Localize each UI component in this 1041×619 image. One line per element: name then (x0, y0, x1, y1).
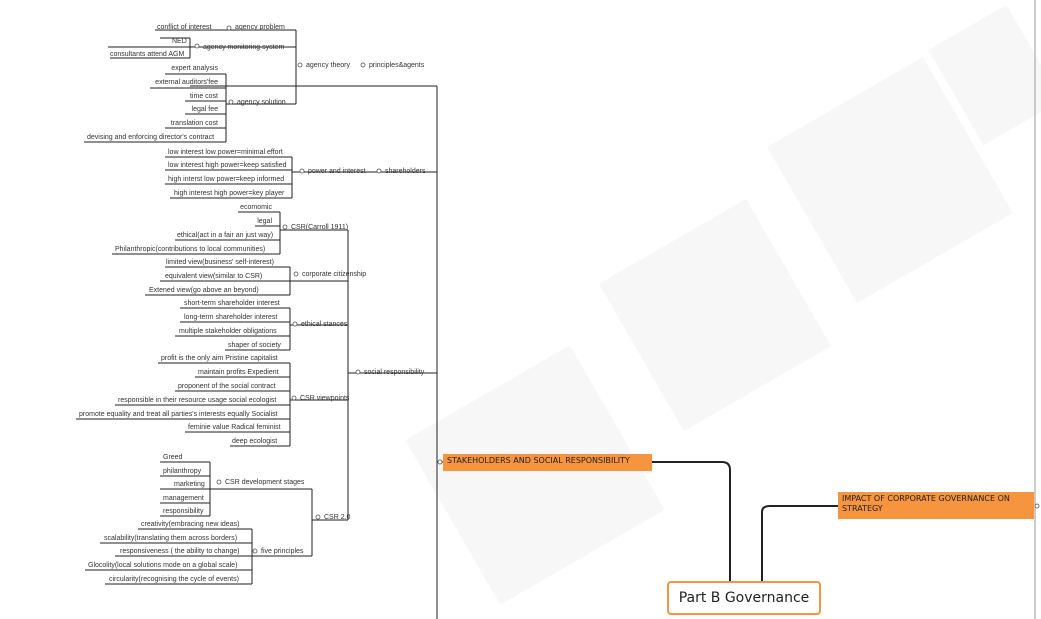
leaf-dev-item: management (163, 495, 204, 502)
leaf-dev-item: marketing (174, 481, 205, 488)
leaf-solution: devising and enforcing director's contra… (87, 134, 215, 141)
node-agency-theory[interactable]: agency theory (306, 62, 350, 69)
leaf-principle-item: scalability(translating them across bord… (104, 535, 238, 542)
node-ethical-stances[interactable]: ethical stances (301, 321, 348, 328)
leaf-citizenship-item: Extened view(go above an beyond) (149, 287, 259, 294)
leaf-solution: expert analysis (171, 65, 218, 72)
node-csr2[interactable]: CSR 2.0 (324, 514, 351, 521)
leaf-stance-item: short-term shareholder interest (184, 300, 280, 307)
leaf-conflict-of-interest: conflict of interest (157, 24, 212, 31)
leaf-viewpoint-item: profit is the only aim Pristine capitali… (161, 355, 278, 362)
node-csr-viewpoints[interactable]: CSR viewpoints (300, 395, 350, 402)
node-principles-agents[interactable]: principles&agents (369, 62, 425, 69)
leaf-power-item: high interst low power=keep informed (168, 176, 285, 183)
node-power-interest[interactable]: power and interest (308, 168, 366, 175)
leaf-solution: time cost (189, 93, 218, 100)
leaf-viewpoint-item: promote equality and treat all parties's… (79, 411, 278, 418)
node-csr-carroll[interactable]: CSR(Carroll 1911) (291, 224, 349, 231)
watermark (405, 4, 1041, 605)
leaf-power-item: low interest low power=minimal effort (168, 149, 283, 156)
leaf-solution: external auditors'fee (155, 79, 218, 86)
leaf-principle-item: creativity(embracing new ideas) (141, 521, 240, 528)
leaf-viewpoint-item: deep ecologist (232, 438, 278, 445)
leaf-carroll-item: Philanthropic(contributions to local com… (115, 246, 266, 253)
leaf-stance-item: shaper of society (228, 342, 281, 349)
leaf-ned: NED (172, 38, 187, 45)
leaf-carroll-item: ecomomic (240, 204, 272, 211)
topic-impact-corporate-governance[interactable]: IMPACT OF CORPORATE GOVERNANCE ON STRATE… (838, 492, 1034, 519)
leaf-viewpoint-item: feminie value Radical feminist (188, 424, 281, 431)
node-agency-monitoring[interactable]: agency monitoring system (203, 44, 285, 51)
leaf-dev-item: Greed (163, 454, 183, 461)
leaf-power-item: low interest high power=keep satisfied (168, 162, 287, 169)
leaf-power-item: high interest high power=key player (174, 190, 285, 197)
leaf-viewpoint-item: maintain profits Expedient (198, 369, 279, 376)
node-social-responsibility[interactable]: social responsibility (364, 369, 425, 376)
leaf-viewpoint-item: proponent of the social contract (178, 383, 276, 390)
leaf-carroll-item: ethical(act in a fair an just way) (177, 232, 274, 239)
node-agency-problem[interactable]: agency problem (235, 24, 285, 31)
leaf-principle-item: responsiveness ( the ability to change) (120, 548, 240, 555)
leaf-carroll-item: legal (257, 218, 272, 225)
root-node[interactable]: Part B Governance (667, 581, 821, 615)
connectors (76, 0, 1036, 619)
node-csr-dev[interactable]: CSR development stages (225, 479, 305, 486)
leaf-principle-item: Glocolity(local solutions mode on a glob… (88, 562, 238, 569)
leaf-viewpoint-item: responsible in their resource usage soci… (118, 397, 277, 404)
topic-stakeholders-social-responsibility[interactable]: STAKEHOLDERS AND SOCIAL RESPONSIBILITY (443, 454, 652, 471)
node-five-principles[interactable]: five principles (261, 548, 304, 555)
leaf-citizenship-item: equivalent view(similar to CSR) (165, 273, 263, 280)
leaf-stance-item: long-term shareholder interest (184, 314, 278, 321)
node-agency-solution[interactable]: agency solution (237, 99, 286, 106)
leaf-stance-item: multiple stakeholder obligations (179, 328, 277, 335)
leaf-dev-item: philanthropy (163, 468, 202, 475)
node-markers (194, 25, 1040, 554)
node-corporate-citizenship[interactable]: corporate citizenship (302, 271, 367, 278)
leaf-solution: legal fee (191, 106, 218, 113)
leaf-citizenship-item: limited view(business' self-interest) (166, 259, 274, 266)
leaf-solution: translation cost (170, 120, 218, 127)
leaf-dev-item: responsibility (163, 508, 204, 515)
leaf-consultants: consultants attend AGM (110, 51, 185, 58)
leaf-principle-item: circularity(recognising the cycle of eve… (109, 576, 239, 583)
node-shareholders[interactable]: shareholders (385, 168, 426, 175)
